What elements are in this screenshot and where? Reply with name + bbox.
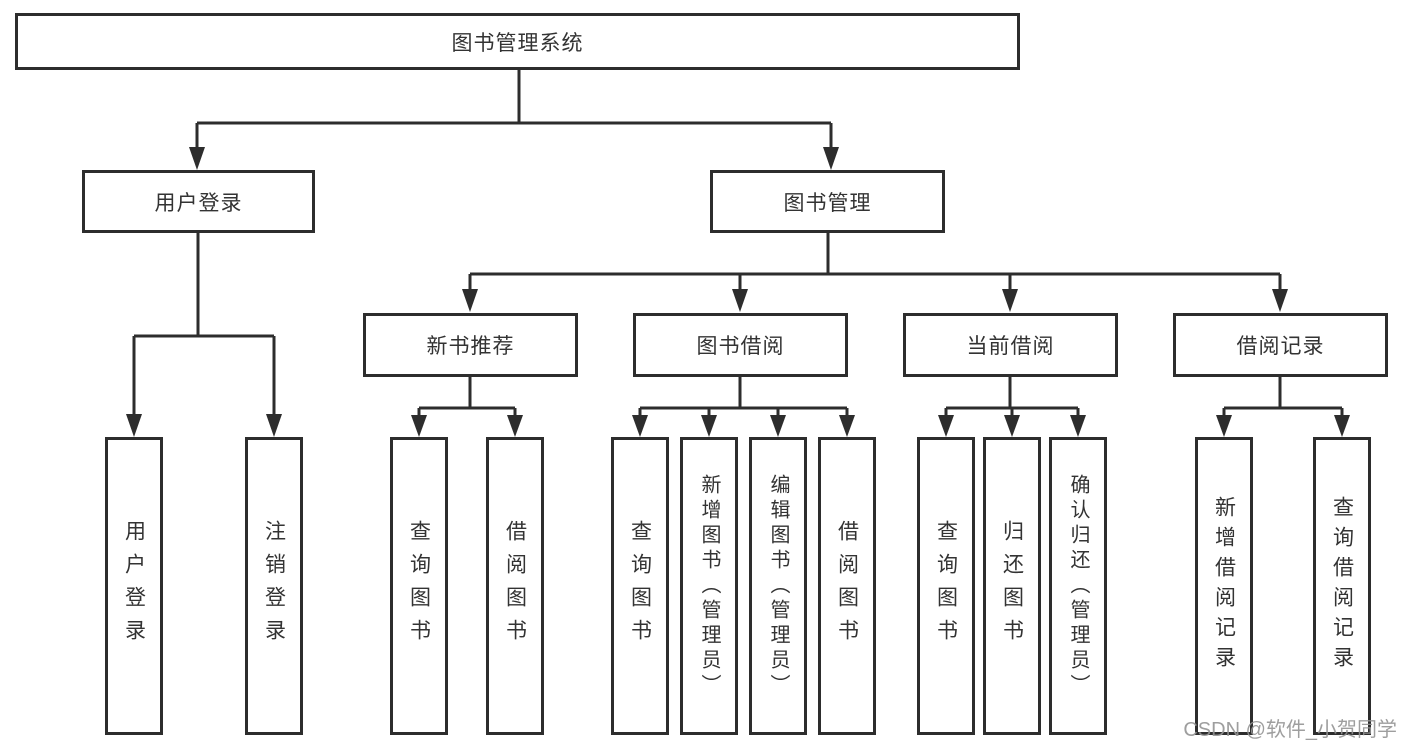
- arrowhead: [632, 415, 648, 437]
- arrowhead: [189, 147, 205, 170]
- node-leaf-logout: 注销登录: [245, 437, 303, 735]
- leaf-label: 新增借阅记录: [1212, 496, 1236, 676]
- leaf-label: 查询图书: [628, 520, 652, 652]
- leaf-label: 查询借阅记录: [1330, 496, 1354, 676]
- node-user-login-group: 用户登录: [82, 170, 315, 233]
- node-book-borrowing-label: 图书借阅: [696, 335, 785, 358]
- leaf-label: 借阅图书: [503, 520, 527, 652]
- csdn-watermark: CSDN @软件_小贺同学: [1183, 719, 1397, 741]
- node-leaf-query-record: 查询借阅记录: [1313, 437, 1371, 735]
- arrowhead: [770, 415, 786, 437]
- node-leaf-borrow-books-2: 借阅图书: [818, 437, 876, 735]
- leaf-label: 借阅图书: [835, 520, 859, 652]
- node-leaf-user-login: 用户登录: [105, 437, 163, 735]
- arrowhead: [462, 289, 478, 312]
- leaf-label: 编辑图书（管理员）: [767, 473, 789, 699]
- node-root: 图书管理系统: [15, 13, 1020, 70]
- node-leaf-query-books-2: 查询图书: [611, 437, 669, 735]
- arrowhead: [411, 415, 427, 437]
- node-new-book-recommend: 新书推荐: [363, 313, 578, 377]
- node-book-management: 图书管理: [710, 170, 945, 233]
- arrowhead: [1004, 415, 1020, 437]
- node-borrowing-records: 借阅记录: [1173, 313, 1388, 377]
- node-leaf-confirm-return: 确认归还（管理员）: [1049, 437, 1107, 735]
- arrowhead: [823, 147, 839, 170]
- leaf-label: 用户登录: [122, 520, 146, 652]
- node-leaf-add-books: 新增图书（管理员）: [680, 437, 738, 735]
- node-leaf-query-books-3: 查询图书: [917, 437, 975, 735]
- arrowhead: [266, 414, 282, 437]
- arrowhead: [1216, 415, 1232, 437]
- arrowhead: [1334, 415, 1350, 437]
- arrowhead: [1070, 415, 1086, 437]
- node-current-borrowing: 当前借阅: [903, 313, 1118, 377]
- node-user-login-group-label: 用户登录: [154, 191, 243, 215]
- node-leaf-add-record: 新增借阅记录: [1195, 437, 1253, 735]
- node-current-borrowing-label: 当前借阅: [966, 335, 1055, 358]
- node-new-book-recommend-label: 新书推荐: [426, 335, 515, 358]
- node-book-management-label: 图书管理: [783, 191, 872, 215]
- leaf-label: 查询图书: [407, 520, 431, 652]
- arrowhead: [126, 414, 142, 437]
- node-leaf-borrow-books-1: 借阅图书: [486, 437, 544, 735]
- leaf-label: 新增图书（管理员）: [698, 473, 720, 699]
- arrowhead: [1002, 289, 1018, 312]
- arrowhead: [938, 415, 954, 437]
- arrowhead: [839, 415, 855, 437]
- arrowhead: [1272, 289, 1288, 312]
- node-root-label: 图书管理系统: [451, 31, 584, 55]
- node-leaf-query-books-1: 查询图书: [390, 437, 448, 735]
- leaf-label: 注销登录: [262, 520, 286, 652]
- arrowhead: [701, 415, 717, 437]
- arrowhead: [732, 289, 748, 312]
- node-leaf-return-books: 归还图书: [983, 437, 1041, 735]
- leaf-label: 查询图书: [934, 520, 958, 652]
- arrowhead: [507, 415, 523, 437]
- node-borrowing-records-label: 借阅记录: [1236, 335, 1325, 358]
- node-leaf-edit-books: 编辑图书（管理员）: [749, 437, 807, 735]
- leaf-label: 归还图书: [1000, 520, 1024, 652]
- leaf-label: 确认归还（管理员）: [1067, 473, 1089, 699]
- node-book-borrowing: 图书借阅: [633, 313, 848, 377]
